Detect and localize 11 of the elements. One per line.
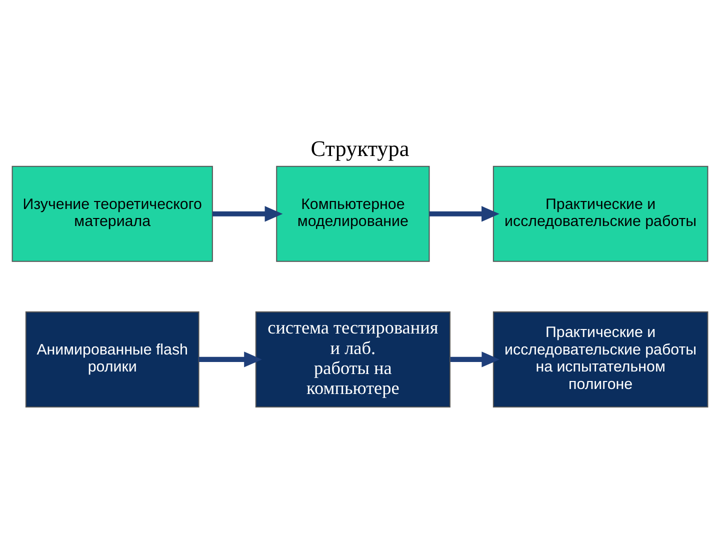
node-box: Компьютерное моделирование	[276, 165, 430, 262]
node-box: Изучение теоретического материала	[12, 165, 213, 262]
diagram-title: Структура	[310, 135, 410, 160]
arrow	[450, 351, 500, 367]
arrow	[198, 351, 262, 367]
arrow	[429, 206, 500, 222]
node-box: Практические и исследовательские работы	[492, 165, 708, 262]
node-box: Анимированные flash ролики	[25, 310, 200, 407]
node-box: Практические и исследовательские работы на испытательном полигоне	[492, 310, 708, 407]
node-box: система тестирования и лаб. работы на компьютере	[255, 310, 450, 407]
arrow	[212, 206, 283, 222]
